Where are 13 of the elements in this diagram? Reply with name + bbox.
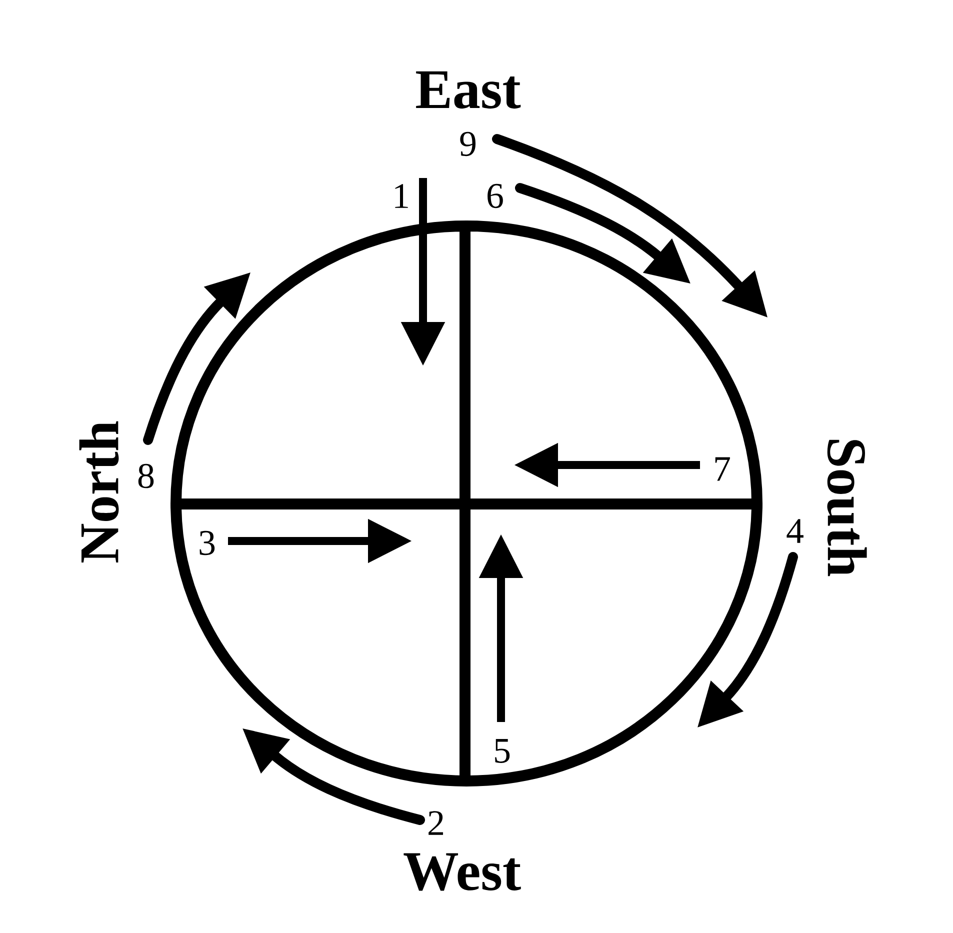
callout-number: 1: [395, 184, 408, 208]
callout-number: 9: [460, 132, 476, 156]
direction-label: South: [827, 440, 867, 576]
direction-label: East: [416, 71, 521, 109]
callout-number: 6: [488, 184, 503, 208]
callout-number: 5: [495, 739, 510, 763]
direction-label: North: [79, 421, 119, 562]
callout-number: 4: [786, 519, 804, 543]
callout-number: 8: [138, 464, 154, 488]
callout-number: 2: [428, 811, 444, 835]
direction-label: West: [404, 853, 521, 891]
callout-number: 7: [715, 457, 730, 481]
callout-number: 3: [200, 530, 215, 556]
